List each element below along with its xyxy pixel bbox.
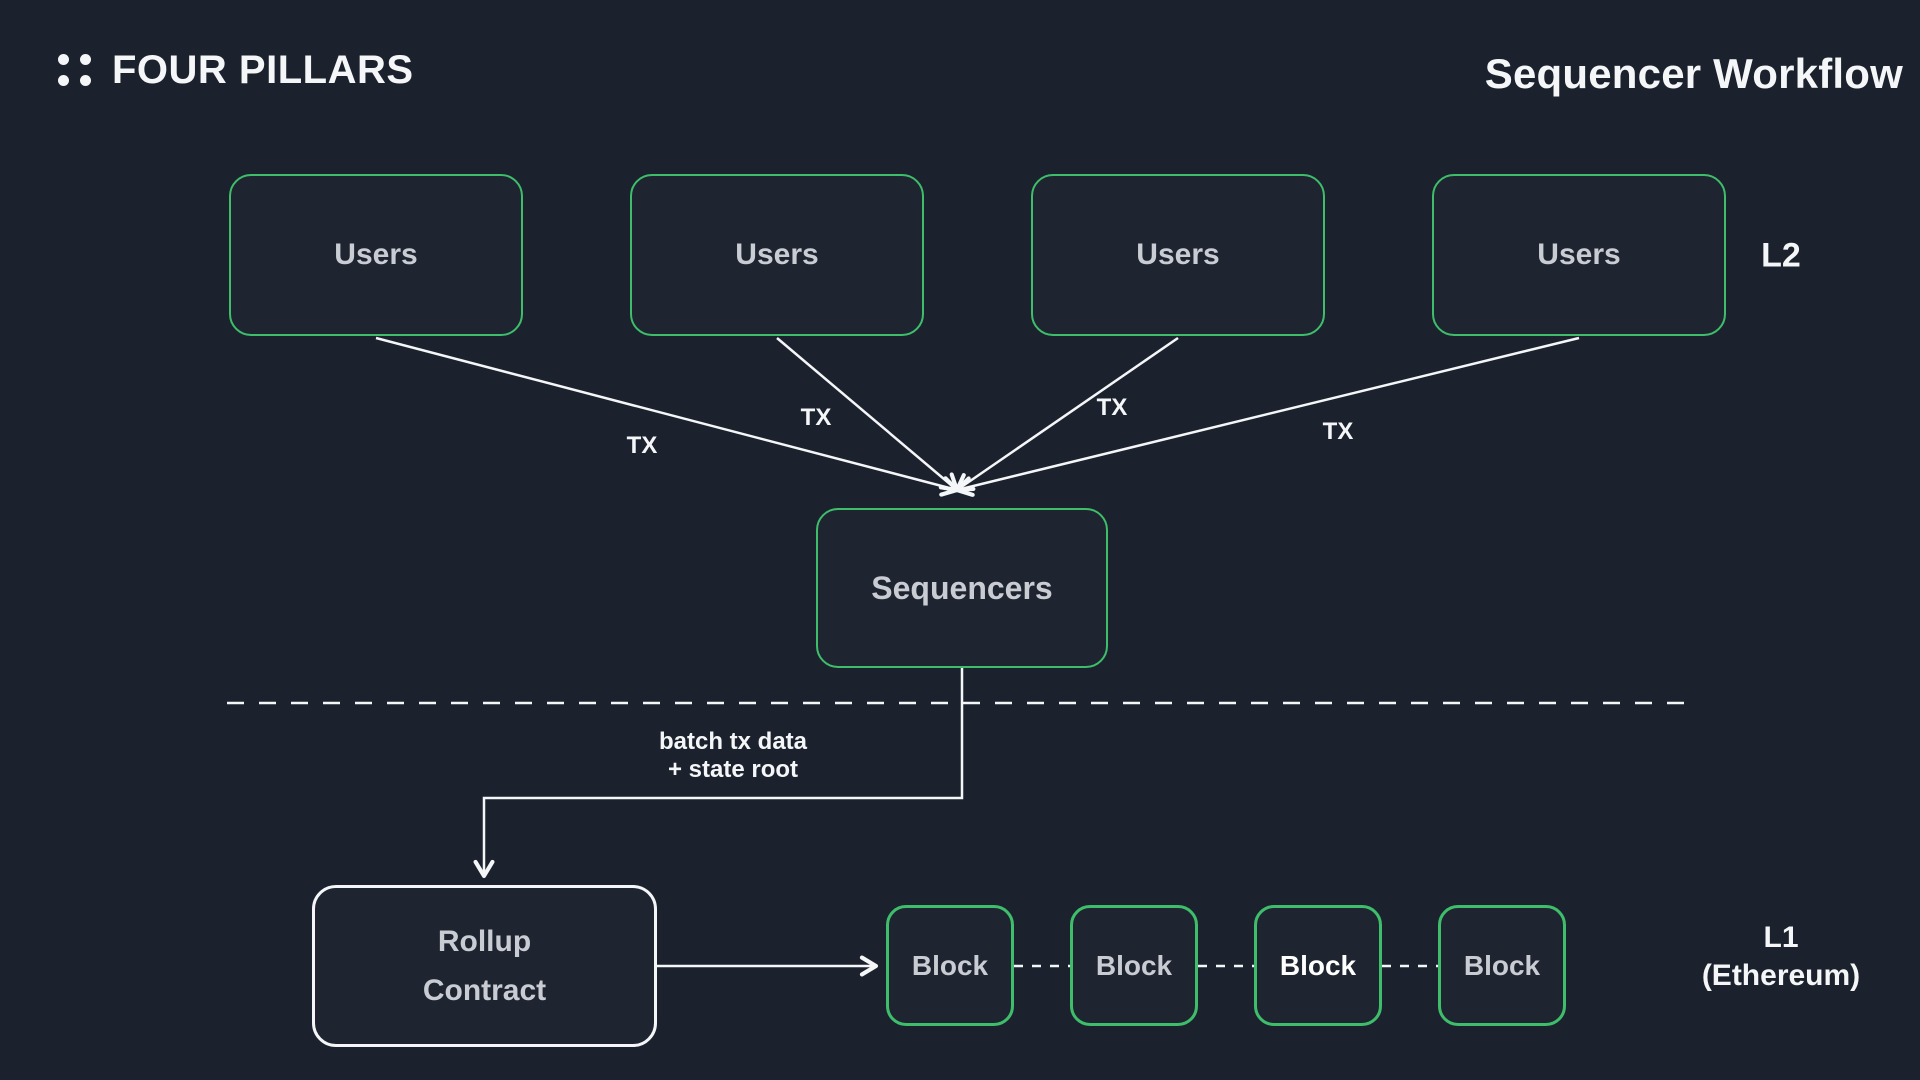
block-node-label: Block xyxy=(1095,949,1173,981)
batch-data-label-line2: + state root xyxy=(667,756,799,783)
users-node-2: Users xyxy=(630,174,924,336)
l1-layer-label-line1: L1 xyxy=(1763,921,1799,954)
users-node-label: Users xyxy=(1136,238,1220,271)
users4-to-sequencers-arrow xyxy=(954,336,1580,497)
users1-to-sequencers-arrow xyxy=(375,336,960,497)
users-node-1: Users xyxy=(229,174,523,336)
sequencers-to-rollup-arrow xyxy=(473,668,964,879)
rollup-contract-label-line2: Contract xyxy=(422,974,547,1007)
brand-logo: FOUR PILLARS xyxy=(57,48,414,93)
users-node-3: Users xyxy=(1031,174,1325,336)
users-node-4: Users xyxy=(1432,174,1726,336)
block-node-3: Block xyxy=(1254,905,1382,1026)
block-node-1: Block xyxy=(886,905,1014,1026)
block-node-label: Block xyxy=(1463,949,1541,981)
sequencers-node-label: Sequencers xyxy=(871,569,1053,606)
tx-edge-label-4: TX xyxy=(1322,418,1354,445)
batch-data-label-line1: batch tx data xyxy=(658,728,808,755)
l1-layer-label-line2: (Ethereum) xyxy=(1701,959,1861,992)
rollup-contract-label-line1: Rollup xyxy=(437,925,532,958)
block-node-2: Block xyxy=(1070,905,1198,1026)
tx-edge-label-2: TX xyxy=(800,404,832,431)
users-node-label: Users xyxy=(735,238,819,271)
users3-to-sequencers-arrow xyxy=(954,336,1179,493)
four-dots-logo-icon xyxy=(57,52,95,90)
brand-name: FOUR PILLARS xyxy=(112,48,414,92)
batch-data-edge-label: batch tx data + state root xyxy=(659,728,807,784)
l2-layer-label: L2 xyxy=(1761,236,1801,275)
l1-layer-label: L1 (Ethereum) xyxy=(1702,919,1860,995)
users-node-label: Users xyxy=(334,238,418,271)
block-node-label: Block xyxy=(911,949,989,981)
page-title: Sequencer Workflow xyxy=(1484,50,1903,97)
block-node-4: Block xyxy=(1438,905,1566,1026)
tx-edge-label-1: TX xyxy=(626,432,658,459)
sequencers-node: Sequencers xyxy=(816,508,1108,668)
block-node-label: Block xyxy=(1279,949,1357,981)
users2-to-sequencers-arrow xyxy=(776,337,960,493)
users-node-label: Users xyxy=(1537,238,1621,271)
tx-edge-label-3: TX xyxy=(1096,394,1128,421)
rollup-contract-node: Rollup Contract xyxy=(312,885,657,1047)
